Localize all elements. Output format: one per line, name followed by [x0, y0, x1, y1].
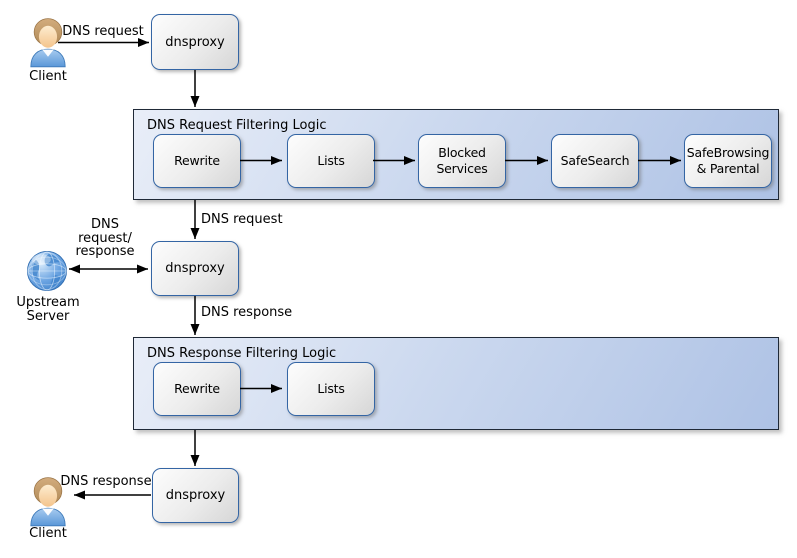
step-blocked-services: Blocked Services — [418, 134, 506, 188]
step-label: SafeSearch — [560, 153, 630, 169]
edge-label-upstream-exchange: DNS request/ response — [63, 218, 147, 259]
upstream-server-label-line: Upstream — [16, 295, 80, 310]
response-filtering-container: DNS Response Filtering Logic Rewrite Lis… — [133, 337, 779, 430]
edge-label-filtered-request: DNS request — [201, 212, 283, 227]
dnsproxy-middle-node: dnsproxy — [151, 241, 239, 296]
client-bottom-label: Client — [29, 526, 67, 541]
step-label: Rewrite — [174, 153, 220, 169]
person-icon — [30, 477, 66, 527]
upstream-exchange-line: response — [75, 244, 135, 259]
edge-label-response-to-filter: DNS response — [201, 305, 293, 320]
client-top-label: Client — [29, 69, 67, 84]
step-label: Lists — [317, 381, 345, 397]
step-label: Rewrite — [174, 381, 220, 397]
edge-label-client-request: DNS request — [62, 24, 144, 39]
step-label: Lists — [317, 153, 345, 169]
edge-label-final-response: DNS response — [60, 474, 152, 489]
step-rewrite-response: Rewrite — [153, 362, 241, 416]
step-rewrite-request: Rewrite — [153, 134, 241, 188]
request-filtering-title: DNS Request Filtering Logic — [147, 118, 327, 133]
upstream-server-actor — [26, 250, 68, 292]
person-icon — [30, 18, 66, 68]
client-top-actor — [27, 16, 69, 68]
client-bottom-actor — [27, 475, 69, 527]
step-safesearch: SafeSearch — [551, 134, 639, 188]
upstream-exchange-line: DNS — [91, 217, 119, 232]
dnsproxy-bottom-node: dnsproxy — [152, 468, 239, 523]
upstream-server-label: Upstream Server — [5, 296, 91, 324]
dnsproxy-top-node: dnsproxy — [151, 14, 239, 70]
upstream-exchange-line: request/ — [78, 230, 132, 246]
globe-icon — [27, 251, 67, 291]
step-label: SafeBrowsing & Parental — [686, 145, 770, 176]
step-lists-request: Lists — [287, 134, 375, 188]
response-filtering-title: DNS Response Filtering Logic — [147, 346, 337, 361]
upstream-server-label-line: Server — [26, 309, 70, 324]
step-label: Blocked Services — [436, 145, 488, 176]
dnsproxy-middle-node-label: dnsproxy — [165, 261, 225, 276]
dnsproxy-top-node-label: dnsproxy — [165, 34, 225, 50]
step-safebrowsing-parental: SafeBrowsing & Parental — [684, 134, 772, 188]
step-lists-response: Lists — [287, 362, 375, 416]
request-filtering-container: DNS Request Filtering Logic Rewrite List… — [133, 109, 779, 200]
dnsproxy-bottom-node-label: dnsproxy — [165, 488, 226, 503]
